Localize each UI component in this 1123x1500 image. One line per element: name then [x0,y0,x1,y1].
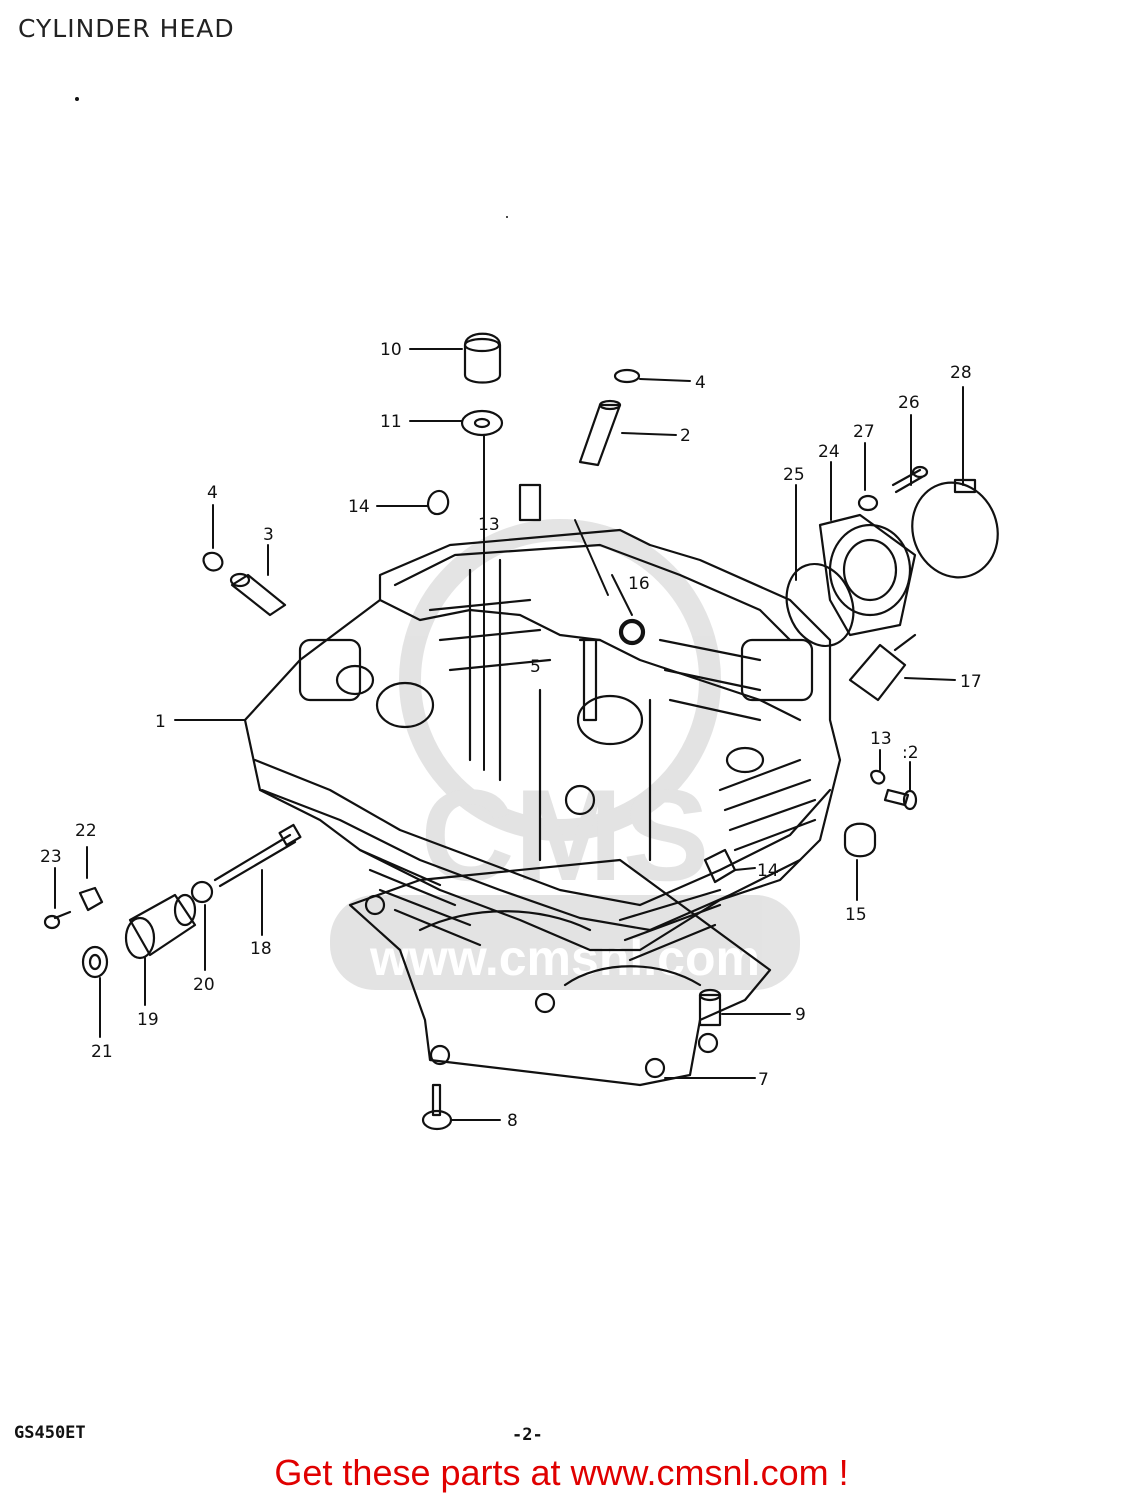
part-23-screw [43,910,72,930]
callout-13-right: 13 [870,729,892,749]
callout-4-top: 4 [695,373,706,393]
callout-25: 25 [783,465,805,485]
callout-22: 22 [75,821,97,841]
callout-24: 24 [818,442,840,462]
part-16-plug [620,620,644,644]
callout-4-left: 4 [207,483,218,503]
callout-5: 5 [530,657,541,677]
callout-2: 2 [680,426,691,446]
part-9-dowel [698,988,722,1027]
cylinder-head-gasket [348,858,772,1087]
callout-20: 20 [193,975,215,995]
callout-8: 8 [507,1111,518,1131]
callout-7: 7 [758,1070,769,1090]
callout-27: 27 [853,422,875,442]
watermark-logo-text: CMS [421,762,710,908]
part-17-sensor [848,633,917,702]
part-18-shaft [213,823,302,888]
part-19-housing [124,893,197,960]
cylinder-head-body [243,483,842,962]
leader-lines [54,348,964,1121]
part-3-dowel [229,572,287,617]
callout-10: 10 [380,340,402,360]
callout-18: 18 [250,939,272,959]
part-2-pipe [578,399,622,467]
callout-15: 15 [845,905,867,925]
callout-28: 28 [950,363,972,383]
model-code: GS450ET [14,1423,86,1443]
part-13-washer-right [870,769,886,785]
stray-dot [75,97,79,101]
callout-16: 16 [628,574,650,594]
callout-11: 11 [380,412,402,432]
callout-9: 9 [795,1005,806,1025]
part-10-cap [463,332,502,384]
stray-dot [506,216,508,218]
part-11-washer [460,409,504,437]
callout-23: 23 [40,847,62,867]
callout-3: 3 [263,525,274,545]
part-27-nut [857,494,879,512]
promo-link[interactable]: Get these parts at www.cmsnl.com ! [274,1452,849,1493]
diagram-title: CYLINDER HEAD [18,14,235,43]
part-4-o-ring-left [202,551,224,572]
callout-26: 26 [898,393,920,413]
part-14-clip-lower [703,848,737,884]
callout-14-top: 14 [348,497,370,517]
callout-13-top: 13 [478,515,500,535]
callout-1: 1 [155,712,166,732]
callout-12: :2 [902,743,919,763]
part-14-clip [426,489,450,516]
cylinder-head-exploded-diagram: www.cmsnl.com CMS [40,97,999,1131]
part-12-bolt-right [883,788,918,811]
callout-14-right: 14 [757,861,779,881]
part-8-bolt [421,1083,453,1131]
part-15-cap [843,822,877,858]
part-21-plug [81,945,109,979]
part-5-bolt [578,638,602,722]
callout-19: 19 [137,1010,159,1030]
part-24-intake-pipe [818,513,917,637]
callout-17: 17 [960,672,982,692]
part-28-clamp [911,478,999,579]
part-4-o-ring-top [613,368,641,384]
part-25-o-ring [785,562,855,648]
page-number: -2- [512,1425,543,1445]
part-26-screw [891,465,929,494]
callout-21: 21 [91,1042,113,1062]
part-22-nut [78,886,104,912]
part-20-o-ring [190,880,214,904]
